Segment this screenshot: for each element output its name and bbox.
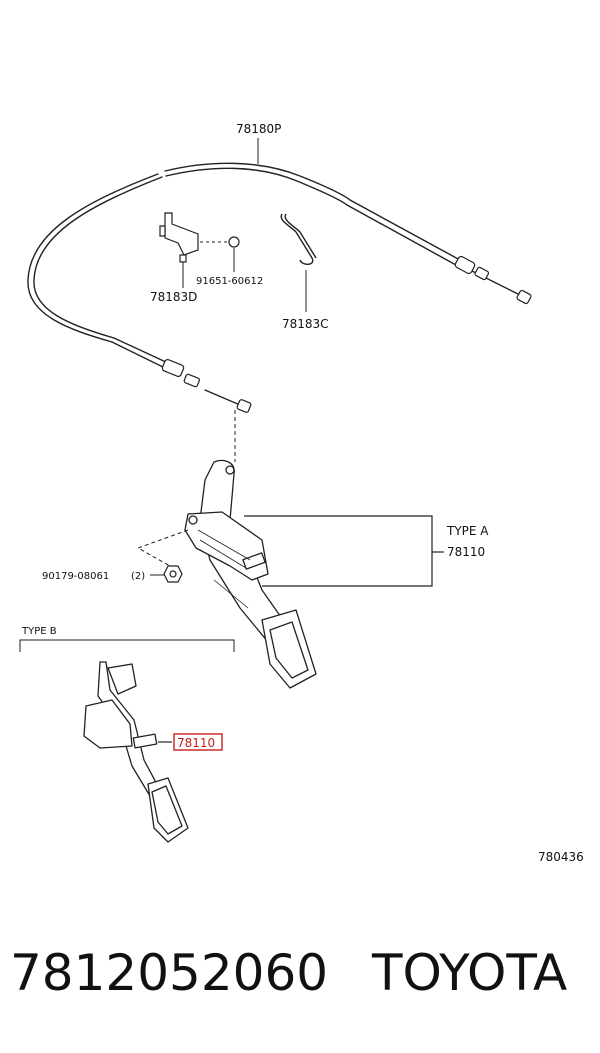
accelerator-cable <box>27 162 521 406</box>
nut-leader <box>136 529 189 567</box>
bracket-78183d <box>159 212 240 263</box>
label-pedal-a: 78110 <box>447 545 485 559</box>
label-78183d: 78183D <box>150 290 197 304</box>
type-a-bracket <box>244 515 433 587</box>
label-78183c: 78183C <box>282 317 329 331</box>
label-nut: 90179-08061 <box>42 571 109 582</box>
footer-brand: TOYOTA <box>371 944 567 1002</box>
footer-part-number: 7812052060 <box>10 944 328 1002</box>
label-pedal-b: 78110 <box>177 736 215 750</box>
clip-78183c <box>280 213 317 265</box>
cable-end-fittings <box>161 255 532 413</box>
nut <box>163 565 183 583</box>
pedal-type-a <box>184 459 317 689</box>
type-b-divider <box>19 639 235 652</box>
label-bolt: 91651-60612 <box>196 276 263 287</box>
label-type-a: TYPE A <box>446 524 489 538</box>
label-type-b: TYPE B <box>21 626 57 637</box>
label-78180p: 78180P <box>236 122 281 136</box>
pedal-type-b <box>83 661 189 843</box>
figure-code: 780436 <box>538 850 584 864</box>
highlighted-part-78110[interactable]: 78110 <box>173 733 223 751</box>
label-nut-qty: (2) <box>131 571 145 582</box>
pedal-type-a-hatch <box>197 529 251 609</box>
